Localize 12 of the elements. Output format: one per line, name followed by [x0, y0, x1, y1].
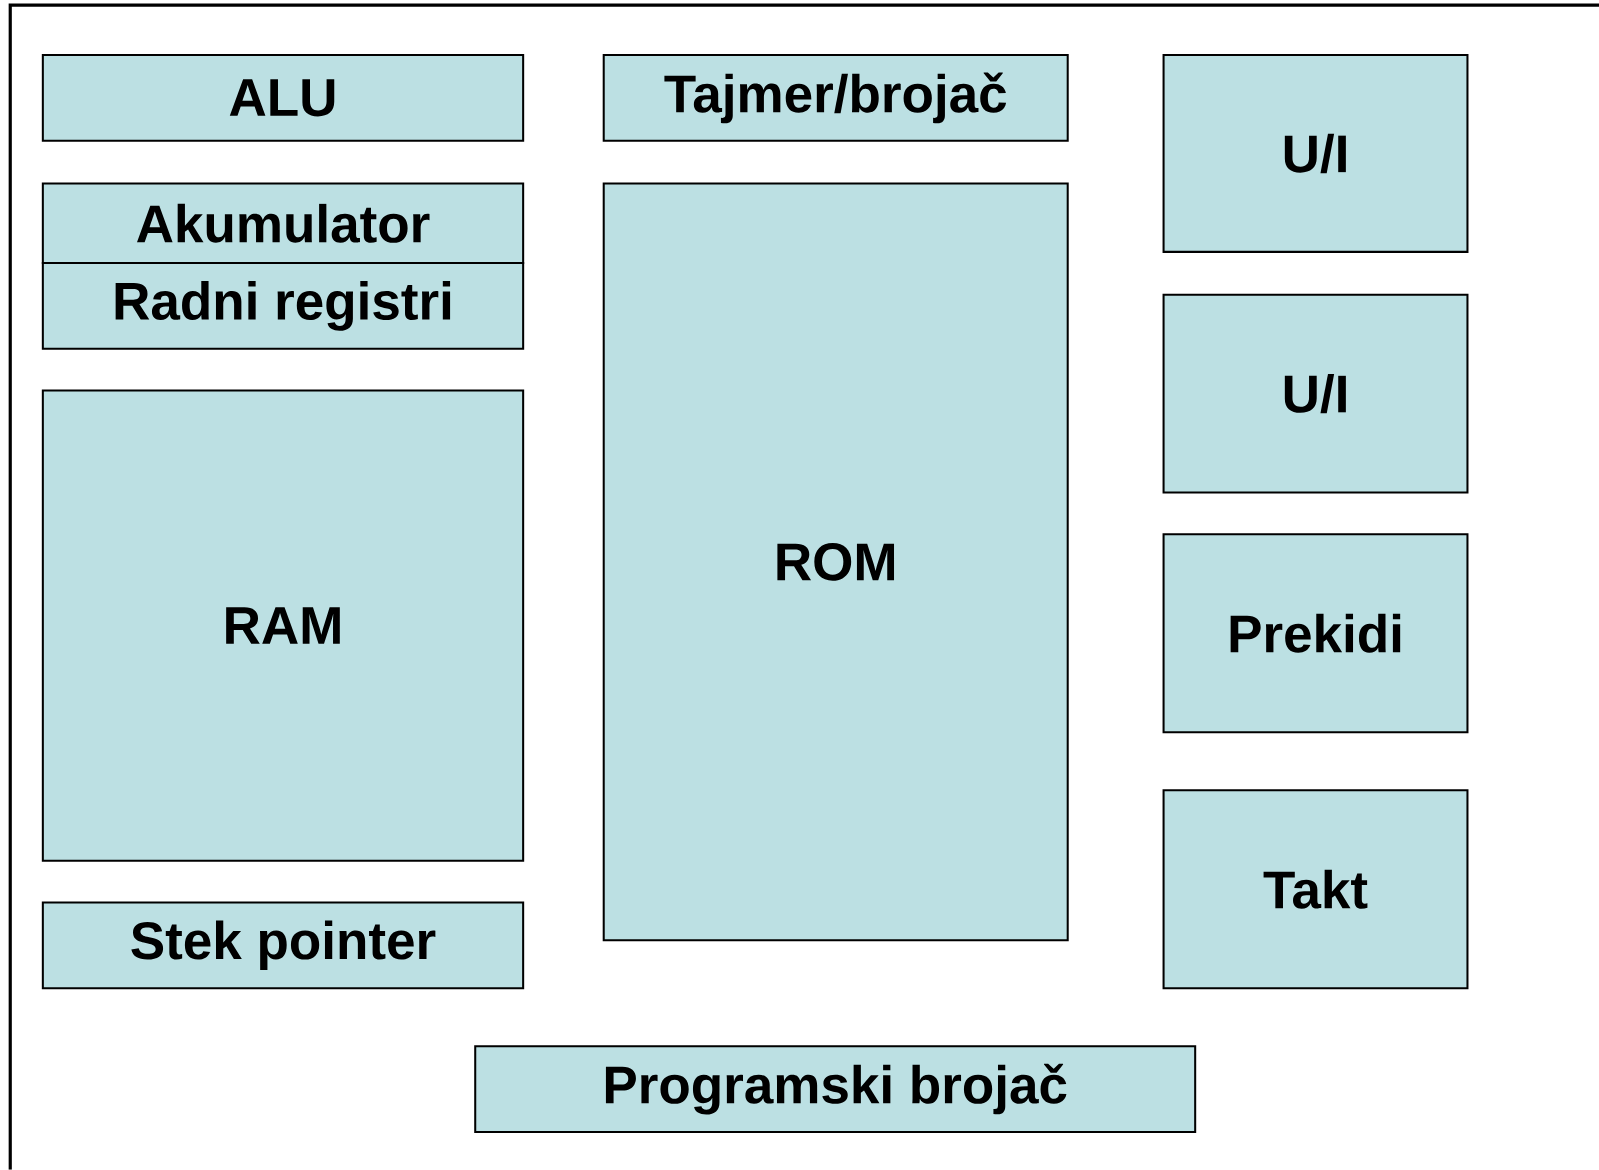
block-box: Tajmer/brojač — [602, 54, 1069, 142]
block-box: Stek pointer — [41, 901, 525, 990]
block-box: RAM — [41, 389, 525, 862]
block-box: Akumulator — [41, 182, 525, 265]
block-box: Prekidi — [1162, 533, 1469, 734]
block-box: Takt — [1162, 789, 1469, 990]
block-box: ALU — [41, 54, 525, 142]
block-box: ROM — [602, 182, 1069, 942]
block-box: U/I — [1162, 54, 1469, 254]
block-box: Radni registri — [41, 262, 525, 350]
block-box: U/I — [1162, 293, 1469, 494]
block-box: Programski brojač — [474, 1045, 1197, 1134]
